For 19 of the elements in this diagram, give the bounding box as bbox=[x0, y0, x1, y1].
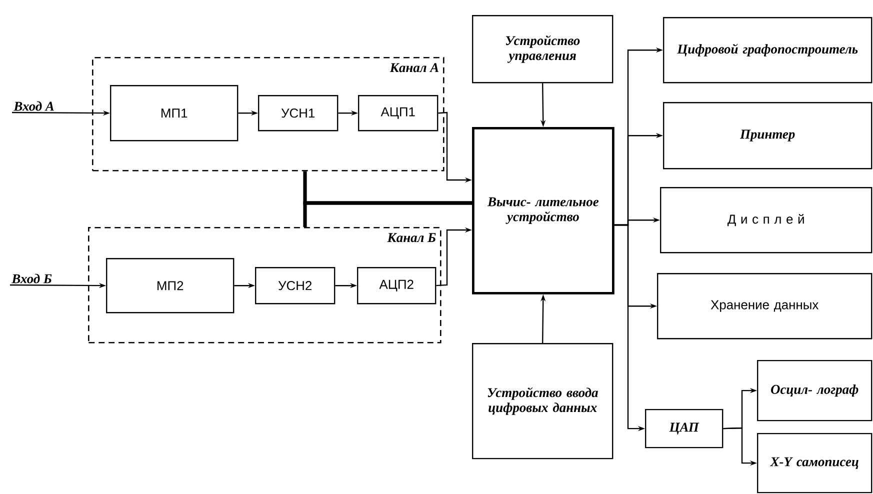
block-box: МП1 bbox=[110, 85, 238, 142]
block-box: МП2 bbox=[106, 258, 234, 314]
device-box: X-Y самописец bbox=[757, 433, 872, 494]
connector-line bbox=[303, 201, 472, 227]
device-box: Осцил- лограф bbox=[757, 360, 872, 422]
computer-box: Вычис- лительное устройство bbox=[472, 127, 614, 294]
input-label: Вход Б bbox=[12, 274, 52, 284]
device-box: Принтер bbox=[663, 102, 872, 170]
input-label: Вход А bbox=[14, 101, 54, 111]
device-box: Устройство управления bbox=[472, 15, 614, 84]
block-box: АЦП2 bbox=[357, 267, 436, 304]
device-box: Хранение данных bbox=[657, 273, 872, 340]
device-box: Устройство ввода цифровых данных bbox=[472, 343, 614, 460]
device-box: Д и с п л е й bbox=[660, 187, 872, 254]
block-box: АЦП1 bbox=[358, 95, 438, 132]
block-box: УСН2 bbox=[255, 267, 336, 304]
converter-box: ЦАП bbox=[645, 409, 724, 448]
block-box: УСН1 bbox=[258, 95, 338, 132]
device-box: Цифровой графопостроитель bbox=[663, 17, 872, 84]
